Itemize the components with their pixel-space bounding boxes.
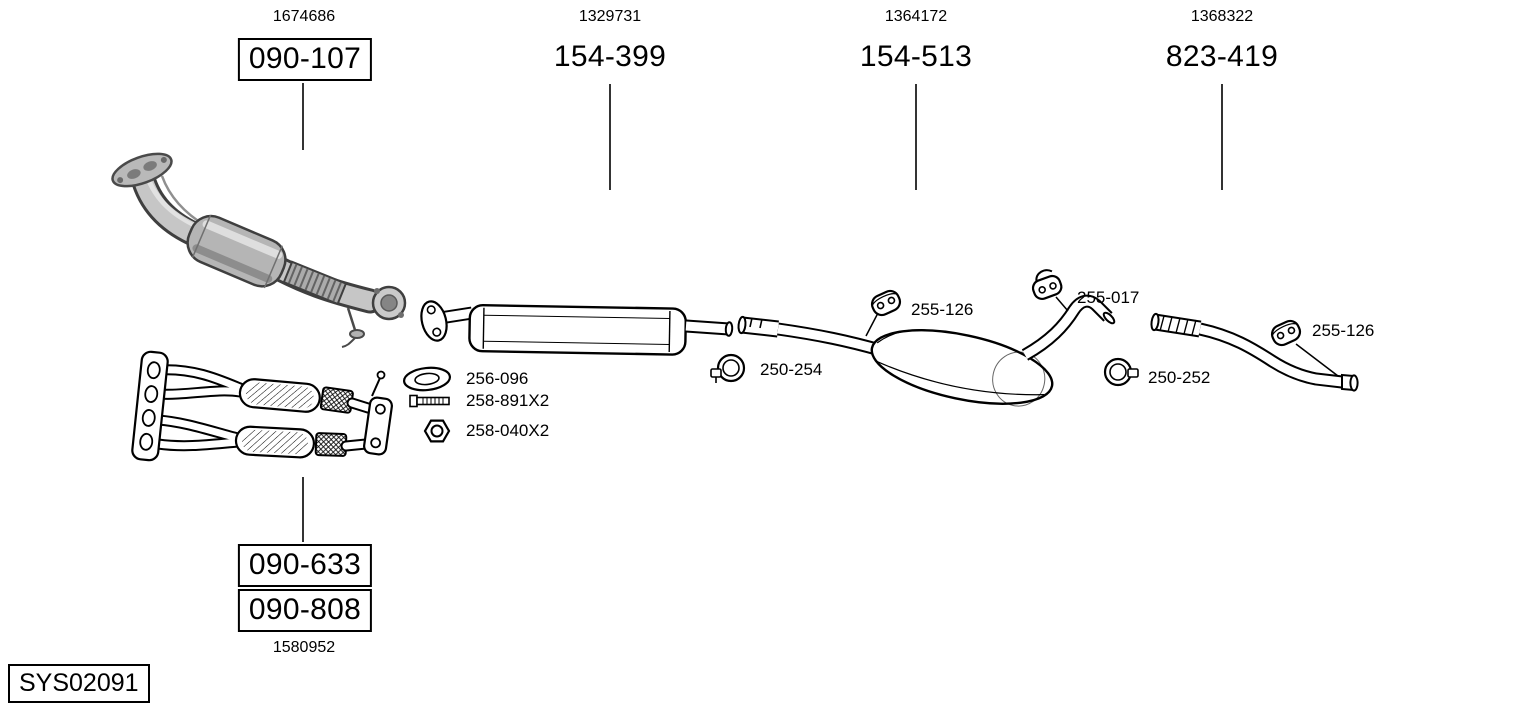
rear-muffler-body: [870, 329, 1054, 407]
part-number-154-513: 154-513: [859, 40, 973, 73]
lower-catalyst: [234, 425, 316, 459]
clamp-icon-250-252: [1103, 357, 1139, 387]
hanger-tail-leader: [1295, 343, 1339, 377]
clamp-icon-250-254: [710, 353, 746, 383]
callout-255-017: 255-017: [1077, 288, 1140, 307]
callout-258-891X2: 258-891X2: [466, 391, 550, 410]
bolt-icon: [409, 394, 450, 408]
part-number-090-107: 090-107: [237, 38, 373, 81]
center-muffler-drawing: [420, 300, 734, 356]
callout-255-126-tail: 255-126: [1312, 321, 1375, 340]
part-number-154-399: 154-399: [553, 40, 667, 73]
muffler-inlet-flange: [420, 300, 448, 342]
tailpipe-drawing: [1150, 312, 1359, 392]
callout-256-096: 256-096: [466, 369, 529, 388]
hanger-rear-leader: [1055, 296, 1069, 312]
nut-icon: [423, 419, 451, 443]
system-id-badge: SYS02091: [8, 664, 150, 703]
part-number-090-633: 090-633: [237, 544, 373, 587]
center-muffler-body: [468, 304, 687, 356]
rear-muffler-assembly-drawing: [737, 294, 1116, 407]
inlet-flange: [111, 152, 173, 188]
manifold-flange: [131, 350, 169, 462]
callout-250-252: 250-252: [1148, 368, 1211, 387]
ref-number-1580952: 1580952: [272, 639, 336, 656]
upper-catalyst: [238, 378, 321, 413]
ref-number-1368322: 1368322: [1190, 8, 1254, 25]
rubber-hanger-icon-mid: [870, 289, 902, 317]
ref-number-1329731: 1329731: [578, 8, 642, 25]
leader-lines: [302, 83, 1223, 542]
gasket-icon: [402, 366, 452, 392]
part-number-090-808: 090-808: [237, 589, 373, 632]
catalyst-body: [186, 214, 287, 289]
manifold-outlet-flange: [363, 396, 393, 456]
flex-pipe-section: [282, 260, 348, 306]
callout-258-040X2: 258-040X2: [466, 421, 550, 440]
part-number-823-419: 823-419: [1165, 40, 1279, 73]
downpipe-catalyst-drawing: [111, 152, 407, 348]
ref-number-1674686: 1674686: [272, 8, 336, 25]
hanger-mid-leader: [865, 312, 879, 337]
callout-255-126-mid: 255-126: [911, 300, 974, 319]
callout-250-254: 250-254: [760, 360, 823, 379]
rubber-hanger-bracket-icon: [1031, 269, 1063, 301]
manifold-catalyst-drawing: [131, 350, 393, 462]
ref-number-1364172: 1364172: [884, 8, 948, 25]
rubber-hanger-icon-tail: [1270, 319, 1302, 347]
